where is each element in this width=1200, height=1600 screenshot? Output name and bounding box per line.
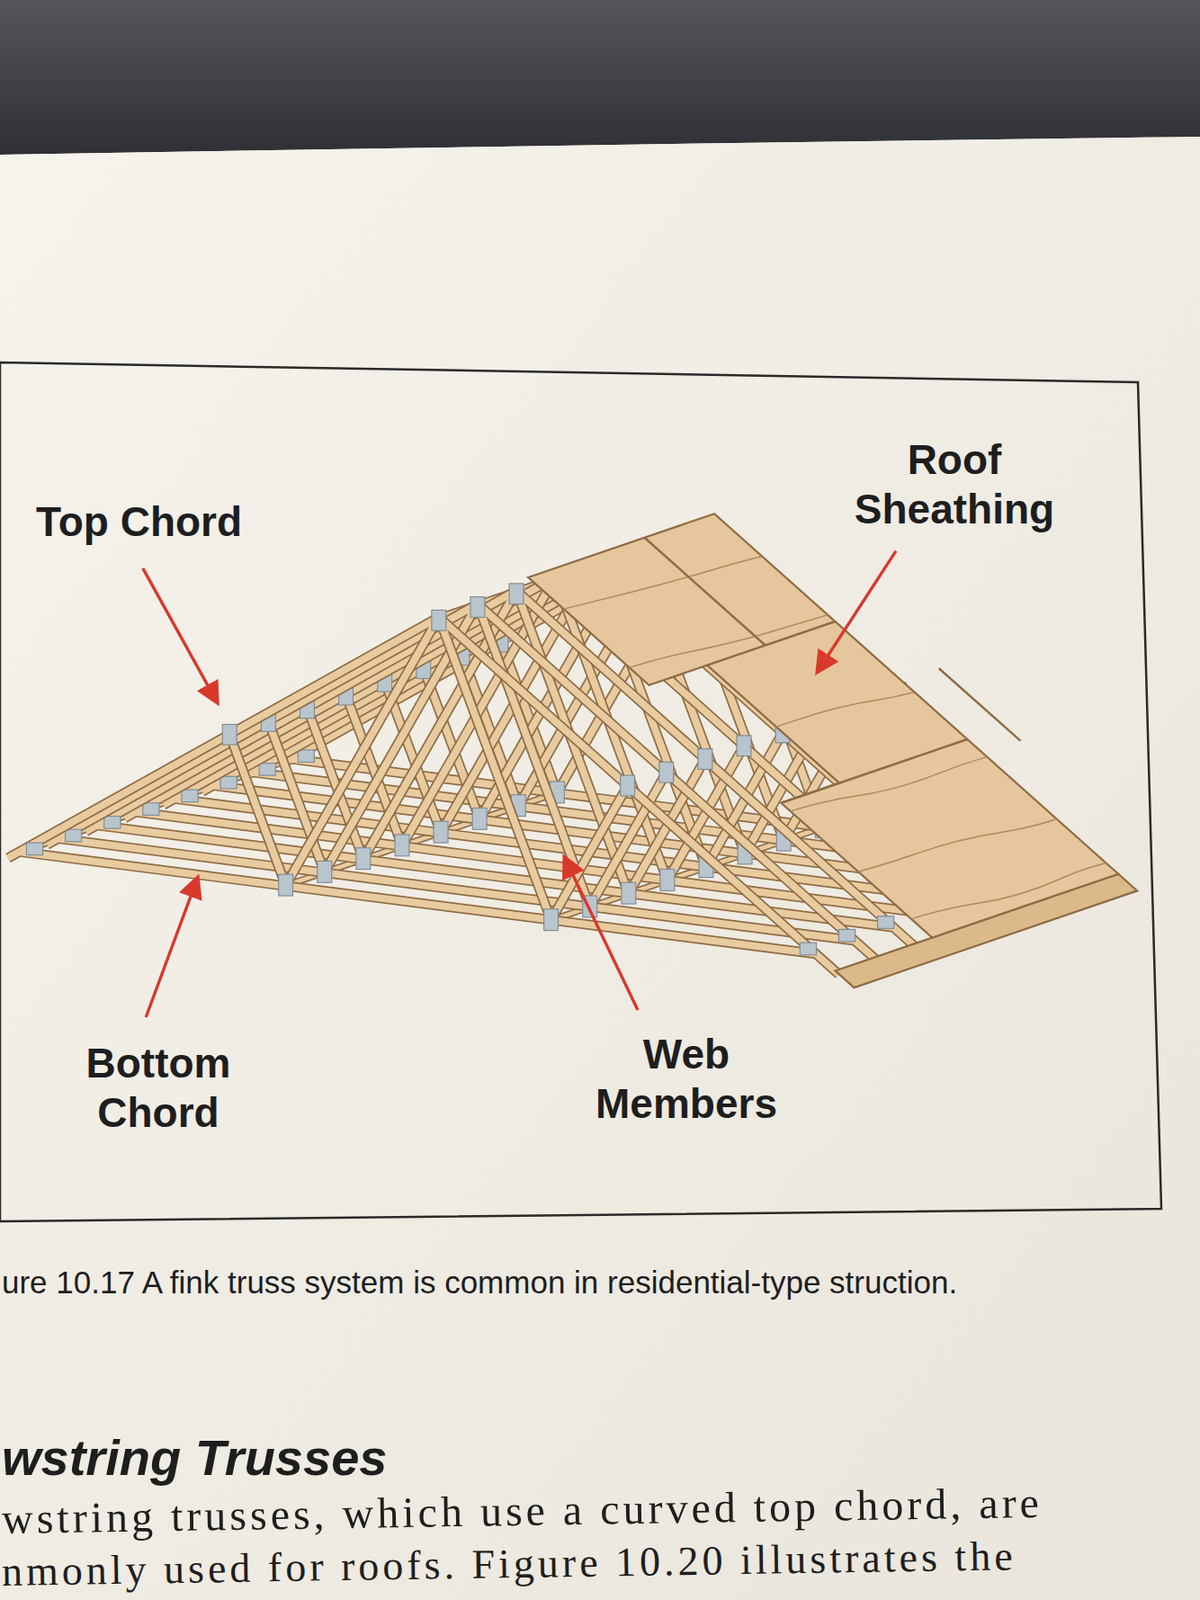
body-text: wstring trusses, which use a curved top … <box>1 1480 1044 1543</box>
sheathing-seams <box>644 537 1021 804</box>
section-heading: wstring Trusses <box>1 1432 387 1486</box>
part-label: Bottom Chord <box>45 1038 271 1138</box>
leader-arrows <box>143 551 896 1018</box>
body-text: nmonly used for roofs. Figure 10.20 illu… <box>1 1534 1017 1595</box>
truss-illustration <box>8 513 1164 1018</box>
figure-caption: ure 10.17 A fink truss system is common … <box>1 1262 1109 1303</box>
figure-frame <box>0 362 1162 1222</box>
part-label: Roof Sheathing <box>823 435 1085 535</box>
wood-grain <box>551 548 1165 923</box>
part-label: Web Members <box>564 1029 808 1129</box>
fabric-background <box>0 0 1200 155</box>
book-page <box>0 136 1200 1600</box>
part-label: Top Chord <box>35 500 324 544</box>
roof-sheathing <box>528 513 1119 938</box>
